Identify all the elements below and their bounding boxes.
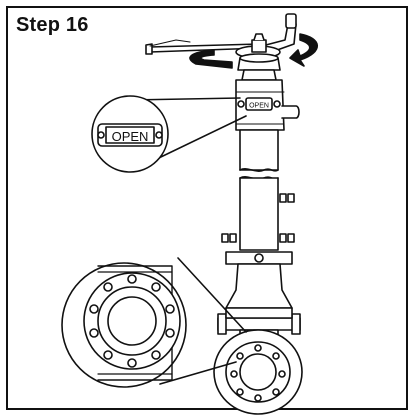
indicator-zoom-label: OPEN (112, 129, 149, 144)
bottom-flange-tee (213, 329, 303, 415)
indicator-zoom-callout: OPEN (91, 95, 247, 173)
step-title: Step 16 (16, 14, 89, 36)
operating-wrench (145, 13, 319, 69)
flange-zoom-callout (61, 257, 247, 388)
valve-indicator-label: OPEN (249, 103, 269, 110)
valve-stem-housing: OPEN (217, 53, 301, 341)
